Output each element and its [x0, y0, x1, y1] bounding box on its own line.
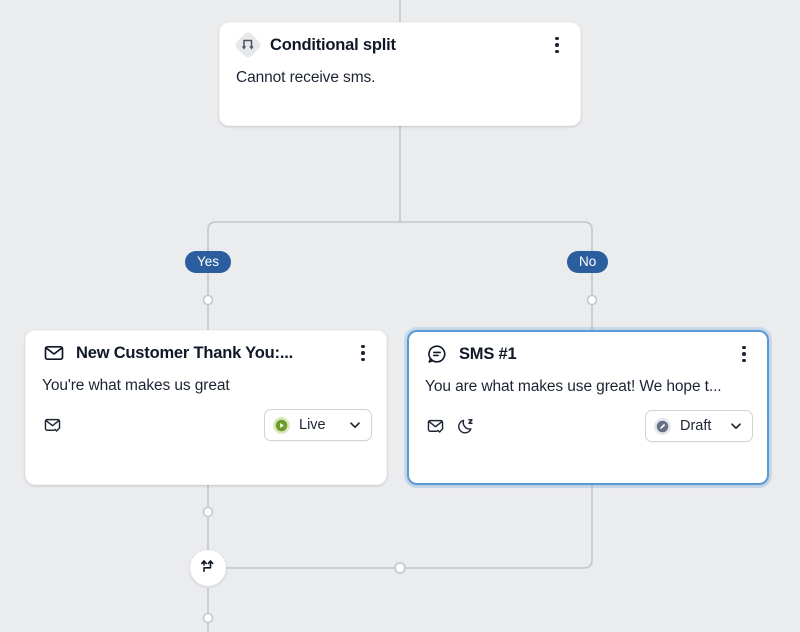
node-description: Cannot receive sms.	[236, 69, 376, 86]
node-description: You are what makes use great! We hope t.…	[425, 378, 722, 395]
kebab-menu-icon[interactable]	[733, 343, 755, 365]
kebab-menu-icon[interactable]	[352, 342, 374, 364]
moon-quiet-hours-icon	[455, 416, 475, 436]
card-header: New Customer Thank You:...	[26, 331, 386, 375]
status-label: Live	[299, 417, 326, 433]
status-select-live[interactable]: Live	[264, 409, 372, 441]
branch-label-yes[interactable]: Yes	[185, 251, 232, 273]
envelope-icon	[40, 339, 68, 367]
node-description: You're what makes us great	[42, 377, 230, 394]
sms-bubble-icon	[423, 340, 451, 368]
node-title: Conditional split	[270, 35, 396, 54]
chevron-down-icon	[348, 418, 362, 432]
split-arrows-icon	[234, 31, 262, 59]
card-footer: Live	[26, 395, 386, 441]
merge-arrows-icon	[198, 556, 218, 581]
wire-branch-bar	[207, 221, 593, 300]
handle-dot-merge-out	[202, 612, 214, 624]
card-footer: Draft	[409, 396, 767, 442]
handle-dot-merge-in	[394, 562, 406, 574]
node-email[interactable]: New Customer Thank You:... You're what m…	[25, 330, 387, 485]
footer-icon-group	[425, 416, 475, 436]
wire-sms-to-merge	[226, 485, 593, 569]
kebab-menu-icon[interactable]	[546, 34, 568, 56]
pencil-circle-icon	[654, 417, 671, 435]
status-label: Draft	[680, 418, 712, 434]
node-sms[interactable]: SMS #1 You are what makes use great! We …	[407, 330, 769, 485]
node-merge[interactable]	[190, 550, 226, 586]
handle-dot-no	[586, 294, 598, 306]
node-title: SMS #1	[459, 344, 517, 363]
chevron-down-icon	[729, 419, 743, 433]
footer-icon-group	[42, 415, 62, 435]
node-title: New Customer Thank You:...	[76, 343, 293, 362]
envelope-check-icon	[425, 416, 445, 436]
play-circle-icon	[273, 416, 290, 434]
handle-dot-yes	[202, 294, 214, 306]
status-select-draft[interactable]: Draft	[645, 410, 753, 442]
envelope-check-icon	[42, 415, 62, 435]
card-header: SMS #1	[409, 332, 767, 376]
node-conditional-split[interactable]: Conditional split Cannot receive sms.	[219, 22, 581, 126]
handle-dot-email-out	[202, 506, 214, 518]
card-header: Conditional split	[220, 23, 580, 67]
branch-label-no[interactable]: No	[567, 251, 609, 273]
